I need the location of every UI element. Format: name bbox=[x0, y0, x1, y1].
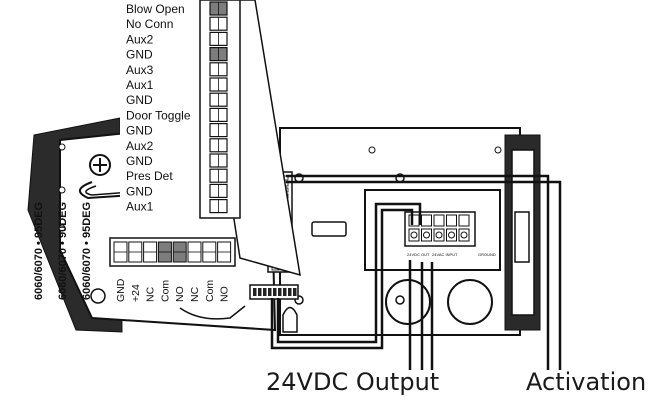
mounting-hole bbox=[90, 288, 106, 304]
caption-activation: Activation bbox=[526, 368, 647, 396]
pin-label: Aux2 bbox=[126, 32, 154, 46]
pin-label: Aux2 bbox=[126, 139, 154, 153]
bottom-connector bbox=[249, 284, 299, 300]
pin-label: Aux3 bbox=[126, 63, 154, 77]
part-number-2: 6060/6070 • 90DEG bbox=[57, 202, 69, 300]
pin-label: GND bbox=[126, 184, 153, 198]
knockout-left bbox=[385, 279, 431, 325]
caption-24vdc-output: 24VDC Output bbox=[266, 368, 440, 396]
terminal-label: NC bbox=[145, 286, 157, 302]
pin-label: GND bbox=[126, 124, 153, 138]
module-label-ground: GROUND bbox=[478, 252, 496, 257]
enclosure: 24VDC OUT 24VAC INPUT GROUND bbox=[267, 127, 541, 336]
pin-label: Aux1 bbox=[126, 78, 154, 92]
pin-label: Door Toggle bbox=[126, 108, 191, 122]
terminal-label: +24 bbox=[130, 284, 142, 302]
pin-label: Pres Det bbox=[126, 169, 173, 183]
pin-label: Aux1 bbox=[126, 200, 154, 214]
terminal-label: Com bbox=[159, 280, 171, 302]
part-number-1: 6060/6070 • 95DEG bbox=[33, 202, 45, 300]
pin-label: GND bbox=[126, 48, 153, 62]
pin-label: GND bbox=[126, 93, 153, 107]
module-label-out: 24VDC OUT bbox=[407, 252, 430, 257]
terminal-label: NC bbox=[189, 286, 201, 302]
pin-label: Blow Open bbox=[126, 2, 185, 16]
terminal-label: GND bbox=[115, 278, 127, 302]
pin-label: GND bbox=[126, 154, 153, 168]
wire-bundle bbox=[270, 174, 562, 370]
knockout-right bbox=[447, 279, 493, 325]
terminal-label: NO bbox=[219, 286, 231, 302]
module-label-in: 24VAC INPUT bbox=[432, 252, 458, 257]
pin-label: No Conn bbox=[126, 17, 173, 31]
terminal-label: NO bbox=[174, 286, 186, 302]
part-number-3: 6060/6070 • 95DEG bbox=[81, 202, 93, 300]
terminal-label: Com bbox=[204, 280, 216, 302]
